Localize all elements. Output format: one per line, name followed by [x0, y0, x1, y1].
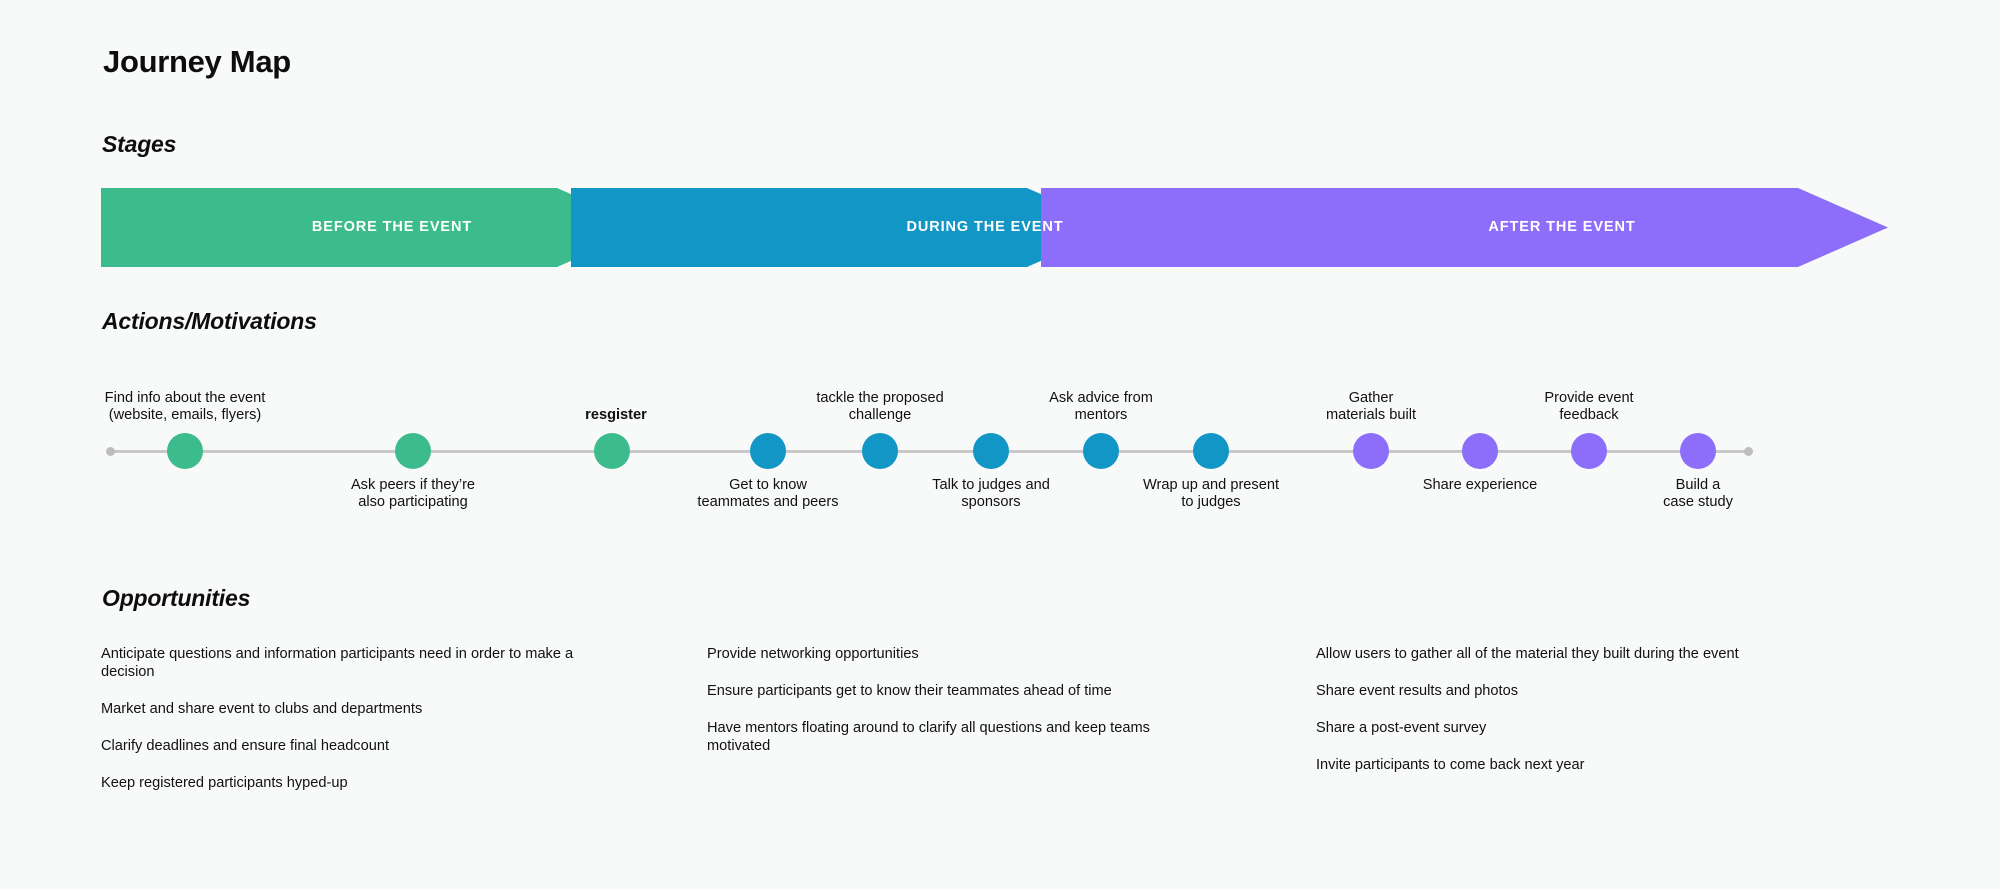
timeline-node[interactable]: [1353, 433, 1389, 469]
timeline-node-label: Get to know teammates and peers: [697, 477, 839, 510]
timeline-node-label: Talk to judges and sponsors: [932, 477, 1050, 510]
opportunity-item: Allow users to gather all of the materia…: [1316, 646, 1739, 662]
timeline-end-cap: [1744, 447, 1753, 456]
timeline-node[interactable]: [1680, 433, 1716, 469]
stage-label-after: AFTER THE EVENT: [1488, 219, 1636, 235]
timeline-node[interactable]: [395, 433, 431, 469]
opportunity-item: Clarify deadlines and ensure final headc…: [101, 738, 390, 754]
actions-section-heading: Actions/Motivations: [102, 308, 317, 334]
opportunities-section-heading: Opportunities: [102, 585, 251, 611]
stage-shape-after[interactable]: [1041, 188, 1888, 267]
timeline-node-label: Find info about the event (website, emai…: [104, 390, 266, 423]
stage-label-before: BEFORE THE EVENT: [311, 219, 473, 235]
timeline-node-label: Gather materials built: [1325, 390, 1417, 423]
opportunity-item: Share event results and photos: [1316, 683, 1519, 699]
page-title: Journey Map: [103, 44, 291, 79]
stages-banner: BEFORE THE EVENT DURING THE EVENT AFTER …: [101, 188, 1888, 267]
timeline-node-label: Wrap up and present to judges: [1142, 477, 1280, 510]
timeline-node[interactable]: [1571, 433, 1607, 469]
opportunity-item: Have mentors floating around to clarify …: [707, 720, 1150, 754]
timeline-node-label: Build a case study: [1663, 477, 1733, 510]
opportunity-item: Provide networking opportunities: [707, 646, 919, 662]
timeline-track: [110, 450, 1750, 453]
opportunities-column-before: Anticipate questions and information par…: [101, 645, 593, 811]
opportunity-item: Anticipate questions and information par…: [101, 646, 574, 680]
timeline-node[interactable]: [750, 433, 786, 469]
timeline-node[interactable]: [1462, 433, 1498, 469]
opportunity-item: Keep registered participants hyped-up: [101, 775, 348, 791]
timeline-node[interactable]: [594, 433, 630, 469]
stage-shape-during[interactable]: [571, 188, 1117, 267]
timeline-node[interactable]: [862, 433, 898, 469]
timeline-node-label: Provide event feedback: [1544, 390, 1634, 423]
timeline-node-label: resgister: [585, 407, 647, 423]
opportunities-column-after: Allow users to gather all of the materia…: [1316, 645, 1792, 793]
timeline-node[interactable]: [973, 433, 1009, 469]
opportunity-item: Invite participants to come back next ye…: [1316, 757, 1585, 773]
stages-banner-svg: [101, 188, 1888, 267]
stage-label-during: DURING THE EVENT: [906, 219, 1064, 235]
timeline-node-label: Ask advice from mentors: [1049, 390, 1153, 423]
opportunity-item: Market and share event to clubs and depa…: [101, 701, 423, 717]
timeline-node-label: tackle the proposed challenge: [816, 390, 944, 423]
timeline-node-label: Ask peers if they’re also participating: [350, 477, 476, 510]
timeline-node[interactable]: [167, 433, 203, 469]
stage-shape-before[interactable]: [101, 188, 647, 267]
timeline-node[interactable]: [1193, 433, 1229, 469]
opportunity-item: Ensure participants get to know their te…: [707, 683, 1112, 699]
timeline-start-cap: [106, 447, 115, 456]
timeline-node-label: Share experience: [1422, 477, 1538, 493]
opportunity-item: Share a post-event survey: [1316, 720, 1487, 736]
stages-section-heading: Stages: [102, 131, 177, 157]
timeline-node[interactable]: [1083, 433, 1119, 469]
